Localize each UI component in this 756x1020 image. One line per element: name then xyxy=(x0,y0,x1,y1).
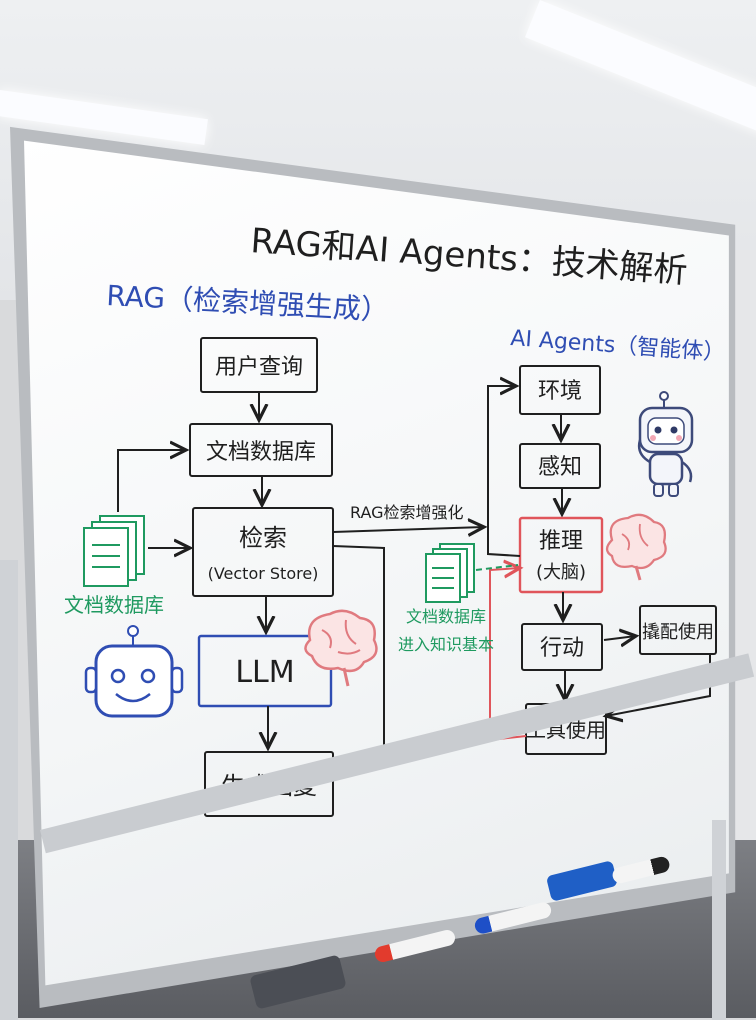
node-sublabel: (大脑) xyxy=(536,562,586,583)
arrow xyxy=(332,527,484,532)
connector-label: RAG检索增强化 xyxy=(350,503,464,522)
node-reasoning: 推理 (大脑) xyxy=(518,516,604,594)
node-action: 行动 xyxy=(521,623,603,671)
arrow xyxy=(117,450,186,512)
node-doc-db: 文档数据库 xyxy=(189,423,333,477)
node-label: 检索 xyxy=(239,524,287,552)
agents-side-label-1: 文档数据库 xyxy=(406,607,486,626)
brain-icon xyxy=(605,513,667,581)
node-tool-use-right: 撬配使用 xyxy=(639,605,717,655)
node-label: 感知 xyxy=(538,455,582,480)
board-stand xyxy=(0,560,18,1020)
node-llm: LLM xyxy=(197,634,333,708)
node-label: 行动 xyxy=(540,636,584,661)
node-label: 文档数据库 xyxy=(206,440,316,465)
node-label: 环境 xyxy=(538,379,582,404)
node-retrieval: 检索 (Vector Store) xyxy=(192,507,334,597)
brain-icon xyxy=(304,609,378,687)
agents-side-label-2: 进入知识基本 xyxy=(398,635,494,654)
node-environment: 环境 xyxy=(519,365,601,415)
node-label: 用户查询 xyxy=(215,355,303,380)
node-user-query: 用户查询 xyxy=(200,337,318,393)
document-icon xyxy=(425,543,475,603)
board-title: RAG和AI Agents：技术解析 xyxy=(249,221,688,291)
node-label: LLM xyxy=(235,655,294,690)
dashed-connector xyxy=(475,564,519,571)
document-icon xyxy=(83,515,145,587)
node-label: 推理 xyxy=(539,529,583,554)
node-perception: 感知 xyxy=(519,443,601,489)
agents-heading: AI Agents（智能体） xyxy=(510,326,726,366)
arrow xyxy=(487,386,521,557)
node-sublabel: (Vector Store) xyxy=(208,564,319,583)
robot-icon xyxy=(637,391,694,497)
rag-side-label: 文档数据库 xyxy=(64,593,164,617)
robot-icon xyxy=(84,625,184,718)
rag-heading: RAG（检索增强生成） xyxy=(106,279,390,327)
node-label: 撬配使用 xyxy=(642,622,714,643)
arrow xyxy=(603,636,636,640)
board-stand xyxy=(712,820,726,1020)
